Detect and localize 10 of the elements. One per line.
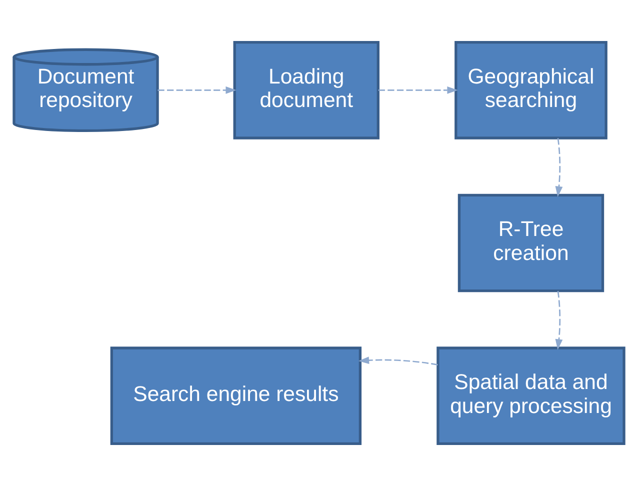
arrow <box>555 290 563 350</box>
arrow <box>378 86 458 94</box>
node-box: Geographical searching <box>454 40 608 140</box>
arrow <box>158 86 236 94</box>
node-box: Spatial data and query processing <box>436 346 626 446</box>
arrow <box>358 356 438 366</box>
arrow <box>555 138 563 197</box>
node-box: R-Tree creation <box>458 194 604 292</box>
node-box: Loading document <box>233 40 380 140</box>
node-box: Search engine results <box>110 346 362 446</box>
